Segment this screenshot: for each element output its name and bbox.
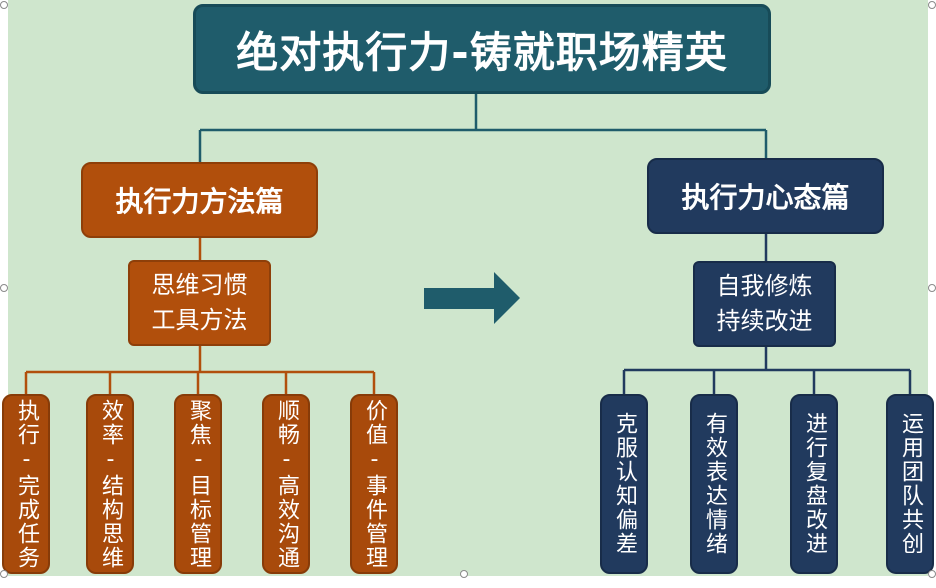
selection-handle[interactable] (0, 284, 8, 292)
leaf-method-4: 顺畅-高效沟通 (262, 394, 310, 574)
category-method: 执行力方法篇 (81, 162, 318, 238)
selection-handle[interactable] (460, 570, 468, 578)
leaf-mindset-1: 克服认知偏差 (600, 394, 648, 574)
left-connector (24, 238, 376, 394)
selection-handle[interactable] (928, 570, 936, 578)
diagram-title: 绝对执行力-铸就职场精英 (193, 4, 771, 94)
right-connector (622, 234, 912, 394)
leaf-mindset-2: 有效表达情绪 (690, 394, 738, 574)
leaf-method-1: 执行-完成任务 (2, 394, 50, 574)
leaf-method-3: 聚焦-目标管理 (174, 394, 222, 574)
title-connector (198, 94, 768, 162)
subcategory-mindset: 自我修炼 持续改进 (693, 261, 836, 347)
subcategory-method-line1: 思维习惯 (151, 271, 248, 299)
leaf-method-5: 价值-事件管理 (350, 394, 398, 574)
leaf-method-2: 效率-结构思维 (86, 394, 134, 574)
arrow-right-icon (424, 272, 520, 324)
selection-handle[interactable] (0, 1, 8, 9)
subcategory-mindset-line2: 持续改进 (716, 307, 813, 335)
leaf-mindset-4: 运用团队共创 (886, 394, 934, 574)
category-mindset: 执行力心态篇 (647, 158, 884, 234)
leaf-mindset-3: 进行复盘改进 (790, 394, 838, 574)
selection-handle[interactable] (928, 1, 936, 9)
selection-handle[interactable] (928, 284, 936, 292)
subcategory-mindset-line1: 自我修炼 (716, 272, 813, 300)
subcategory-method-line2: 工具方法 (151, 306, 248, 334)
selection-handle[interactable] (0, 570, 8, 578)
subcategory-method: 思维习惯 工具方法 (128, 260, 271, 346)
